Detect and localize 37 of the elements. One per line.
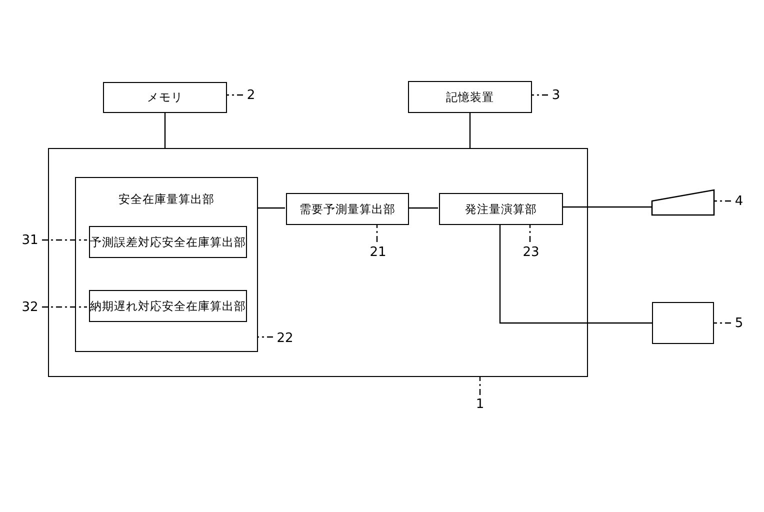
callout-number: 5 <box>731 314 747 332</box>
leader-line <box>714 200 731 202</box>
connector-line <box>469 113 471 148</box>
callout-number: 32 <box>18 298 42 316</box>
leader-line <box>227 94 243 96</box>
callout-number: 4 <box>731 192 747 210</box>
leader-line <box>479 377 481 395</box>
callout-number: 23 <box>520 243 542 261</box>
leader-line <box>529 224 531 242</box>
module-frame <box>75 177 258 352</box>
connector-line <box>257 207 285 209</box>
process-box: メモリ <box>103 82 227 113</box>
leader-line <box>376 224 378 242</box>
process-box: 記憶装置 <box>408 81 532 113</box>
callout-number: 31 <box>18 231 42 249</box>
callout-number: 21 <box>367 243 389 261</box>
leader-line <box>42 239 87 241</box>
device-frame <box>48 148 588 377</box>
module-heading: 安全在庫量算出部 <box>118 192 216 207</box>
leader-line <box>532 94 548 96</box>
process-box: 需要予測量算出部 <box>286 193 409 225</box>
device-box <box>652 302 714 344</box>
connector-line <box>408 207 438 209</box>
connector-line <box>562 206 652 208</box>
callout-number: 3 <box>548 86 564 104</box>
callout-number: 2 <box>243 86 259 104</box>
connector-line <box>164 113 166 148</box>
leader-line <box>257 336 273 338</box>
callout-number: 22 <box>274 329 296 347</box>
connector-line <box>499 224 652 324</box>
callout-number: 1 <box>472 395 488 413</box>
trapezoid-shape <box>652 190 714 215</box>
process-box: 予測誤差対応安全在庫算出部 <box>89 226 247 258</box>
leader-line <box>714 322 731 324</box>
process-box: 発注量演算部 <box>439 193 563 225</box>
leader-line <box>42 306 87 308</box>
process-box: 納期遅れ対応安全在庫算出部 <box>89 290 247 322</box>
